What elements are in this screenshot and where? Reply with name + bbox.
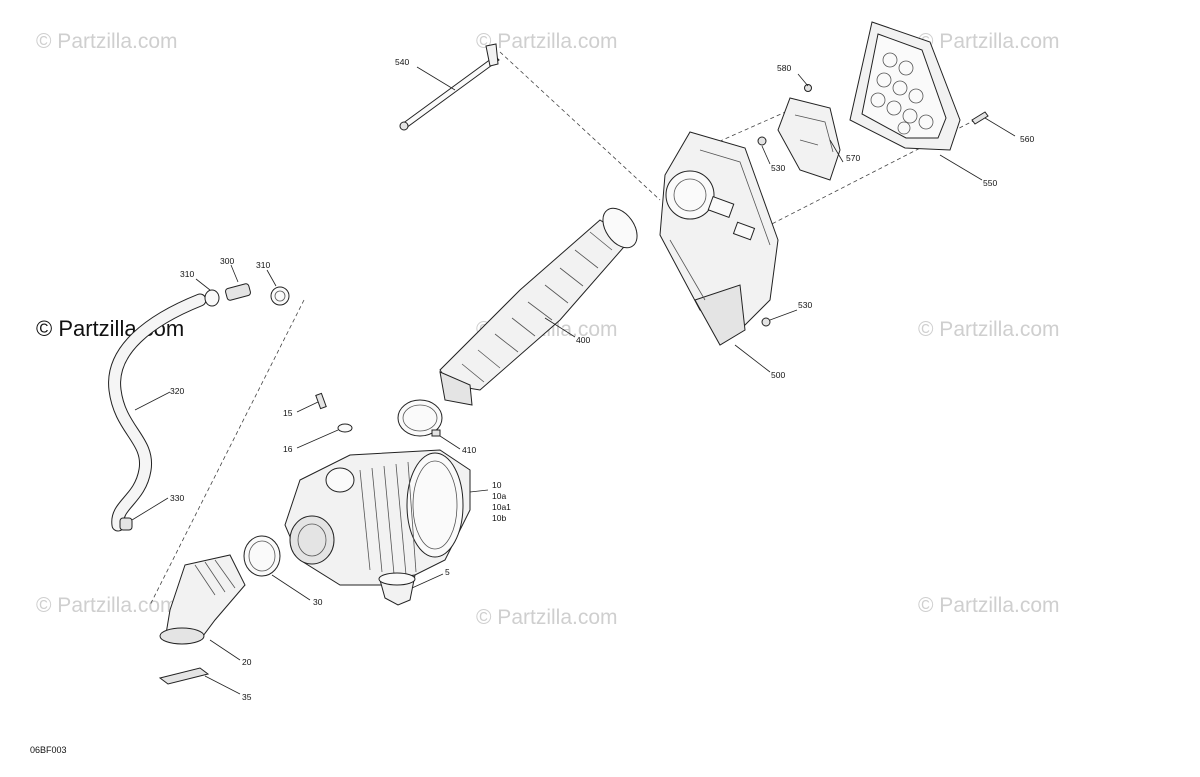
- leader-lines: [131, 66, 1016, 695]
- callout-550: 550: [983, 178, 997, 188]
- callout-310: 310: [180, 269, 194, 279]
- callout-16: 16: [283, 444, 293, 454]
- part-550-grille: [849, 21, 961, 151]
- callout-530: 530: [798, 300, 812, 310]
- callout-35: 35: [242, 692, 252, 702]
- part-35-strap: [158, 667, 210, 685]
- callout-410: 410: [462, 445, 476, 455]
- callout-20: 20: [242, 657, 252, 667]
- fasteners: [757, 84, 989, 327]
- watermark: © Partzilla.com: [918, 318, 1060, 341]
- part-20-intake-boot: [159, 554, 246, 645]
- watermark: © Partzilla.com: [476, 30, 618, 53]
- callout-15: 15: [283, 408, 293, 418]
- watermarks: © Partzilla.com © Partzilla.com © Partzi…: [36, 30, 1060, 629]
- diagram-reference-code: 06BF003: [30, 745, 67, 755]
- part-540-support-rod: [399, 43, 500, 131]
- watermark: © Partzilla.com: [36, 30, 178, 53]
- callout-500: 500: [771, 370, 785, 380]
- callout-530: 530: [771, 163, 785, 173]
- callout-310: 310: [256, 260, 270, 270]
- watermark: © Partzilla.com: [36, 594, 178, 617]
- watermark: © Partzilla.com: [918, 594, 1060, 617]
- part-410-clamp: [397, 399, 443, 437]
- callout-540: 540: [395, 57, 409, 67]
- callout-5: 5: [445, 567, 450, 577]
- callout-330: 330: [170, 493, 184, 503]
- callout-10b: 10b: [492, 513, 506, 523]
- callout-560: 560: [1020, 134, 1034, 144]
- part-570-cover: [777, 97, 841, 181]
- callout-570: 570: [846, 153, 860, 163]
- watermark: © Partzilla.com: [476, 606, 618, 629]
- callout-10a: 10a: [492, 491, 506, 501]
- part-10-air-filter-housing: [284, 449, 471, 586]
- part-310-clamp: [270, 286, 290, 306]
- callout-10a1: 10a1: [492, 502, 511, 512]
- part-320-hose: [108, 293, 207, 532]
- part-330-check-valve: [119, 517, 133, 531]
- callout-300: 300: [220, 256, 234, 266]
- callout-580: 580: [777, 63, 791, 73]
- part-16-washer: [337, 423, 353, 433]
- part-15-bolt: [315, 392, 327, 410]
- part-30-clamp: [243, 535, 281, 577]
- part-400-intake-duct: [439, 207, 638, 406]
- callout-30: 30: [313, 597, 323, 607]
- watermark: © Partzilla.com: [918, 30, 1060, 53]
- part-310-clamp: [204, 289, 220, 307]
- part-5-drain-valve: [378, 572, 416, 606]
- callout-10: 10: [492, 480, 502, 490]
- callout-320: 320: [170, 386, 184, 396]
- part-300-connector: [225, 283, 251, 301]
- callout-400: 400: [576, 335, 590, 345]
- part-500-air-box-housing: [659, 131, 779, 346]
- callouts: 540 580 560 530 570 550 530 500 400 310 …: [170, 57, 1034, 702]
